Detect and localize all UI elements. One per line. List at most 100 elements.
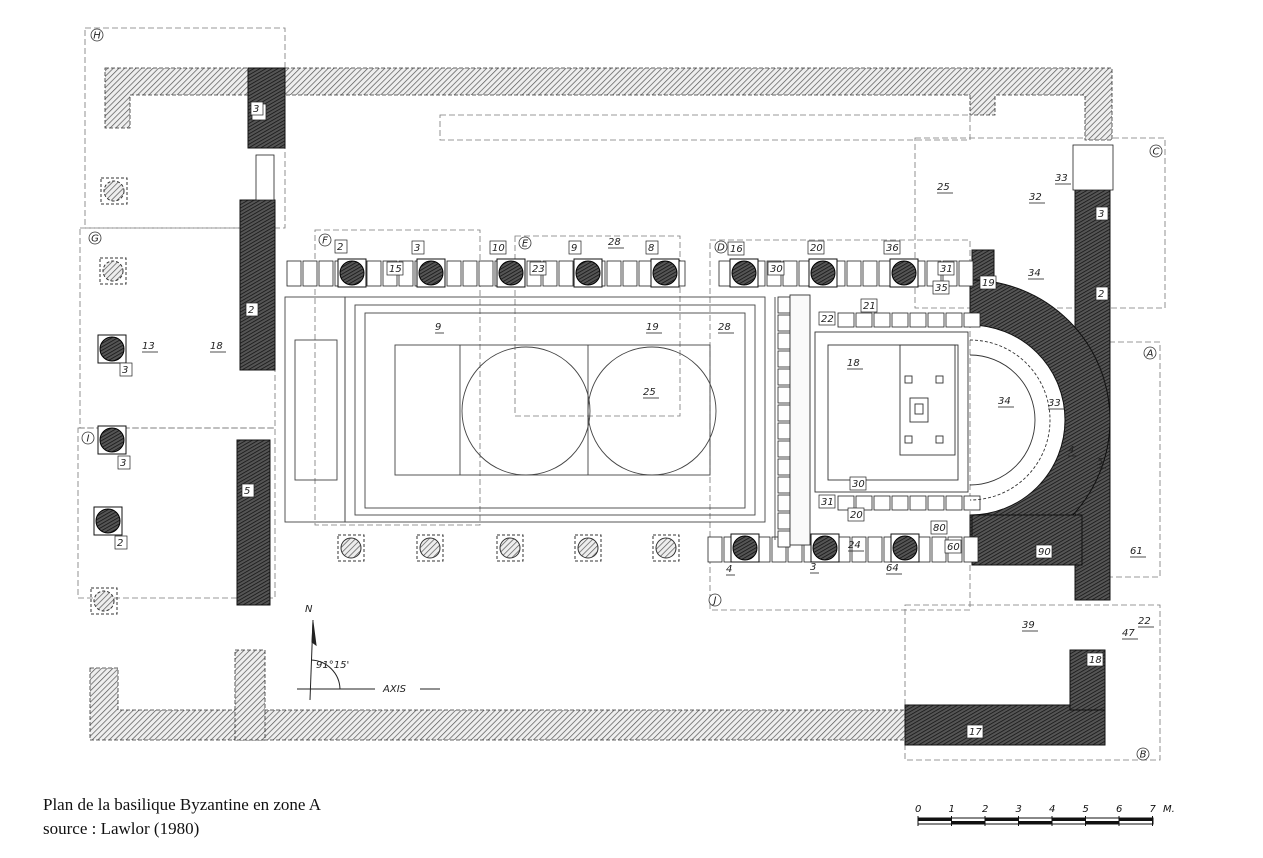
stylobate-block bbox=[867, 536, 883, 563]
stylobate-block bbox=[846, 260, 862, 287]
stylobate-block bbox=[782, 260, 798, 287]
chancel-block bbox=[963, 495, 981, 511]
plan-label: 19 bbox=[646, 322, 659, 333]
plan-label: 33 bbox=[1048, 398, 1061, 409]
north-label: N bbox=[305, 604, 313, 615]
plan-label: 5 bbox=[1097, 457, 1103, 468]
stylobate-block bbox=[558, 260, 574, 287]
plan-label: 18 bbox=[1089, 655, 1102, 666]
grid-letter: I bbox=[87, 434, 90, 445]
plan-label: 64 bbox=[886, 563, 899, 574]
scale-tick-label: 2 bbox=[982, 804, 988, 815]
column bbox=[889, 258, 919, 288]
plan-label: 30 bbox=[852, 479, 865, 490]
plan-label: 2 bbox=[337, 242, 343, 253]
column bbox=[496, 258, 526, 288]
plan-label: 3 bbox=[810, 562, 816, 573]
plan-label: 3 bbox=[122, 365, 128, 376]
stylobate-block bbox=[777, 404, 791, 422]
stylobate-block bbox=[446, 260, 462, 287]
scale-tick-label: 0 bbox=[915, 804, 921, 815]
stylobate-block bbox=[462, 260, 478, 287]
plan-label: 18 bbox=[847, 358, 860, 369]
column bbox=[730, 533, 760, 563]
stylobate-block bbox=[777, 332, 791, 350]
chancel bbox=[789, 294, 1051, 546]
plan-label: 18 bbox=[210, 341, 223, 352]
column bbox=[337, 534, 365, 562]
stylobate-block bbox=[777, 368, 791, 386]
column bbox=[574, 534, 602, 562]
plan-label: 31 bbox=[821, 497, 834, 508]
stylobate-block bbox=[478, 260, 494, 287]
plan-label: 20 bbox=[850, 510, 863, 521]
stylobate-block bbox=[777, 296, 791, 314]
stylobate-block bbox=[777, 530, 791, 548]
plan-label: 35 bbox=[935, 283, 948, 294]
stylobate-block bbox=[366, 260, 382, 287]
plan-label: 3 bbox=[120, 458, 126, 469]
plan-label: 80 bbox=[933, 523, 946, 534]
plan-label: 31 bbox=[940, 264, 953, 275]
column bbox=[99, 257, 127, 285]
chancel-block bbox=[891, 495, 909, 511]
plan-label: 23 bbox=[532, 264, 545, 275]
chancel-block bbox=[873, 495, 891, 511]
plan-label: 2 bbox=[1098, 289, 1104, 300]
column bbox=[90, 587, 118, 615]
column bbox=[337, 258, 367, 288]
plan-label: 28 bbox=[608, 237, 621, 248]
column bbox=[890, 533, 920, 563]
stylobate-block bbox=[777, 458, 791, 476]
stylobate-block bbox=[777, 422, 791, 440]
angle-label: 91°15' bbox=[316, 660, 349, 671]
column bbox=[729, 258, 759, 288]
plan-label: 9 bbox=[571, 243, 577, 254]
grid-letter: F bbox=[322, 236, 328, 247]
column bbox=[810, 533, 840, 563]
stylobate-block bbox=[777, 386, 791, 404]
column bbox=[97, 334, 127, 364]
stylobate-block bbox=[286, 260, 302, 287]
stylobate-block bbox=[707, 536, 723, 563]
grid-letter: A bbox=[1146, 349, 1154, 360]
plan-label: 22 bbox=[821, 314, 834, 325]
stylobate-block bbox=[931, 536, 947, 563]
grid-letter: D bbox=[717, 243, 725, 254]
column bbox=[416, 534, 444, 562]
plan-label: 2 bbox=[248, 305, 254, 316]
plan-label: 3 bbox=[253, 104, 259, 115]
scale-tick-label: 1 bbox=[949, 804, 955, 815]
column bbox=[100, 177, 128, 205]
plan-label: 19 bbox=[982, 278, 995, 289]
grid-letter: B bbox=[1140, 750, 1147, 761]
column bbox=[416, 258, 446, 288]
plan-label: 61 bbox=[1130, 546, 1143, 557]
plan-label: 34 bbox=[998, 396, 1011, 407]
column bbox=[97, 425, 127, 455]
plan-label: 36 bbox=[886, 243, 899, 254]
plan-label: 34 bbox=[1028, 268, 1041, 279]
column bbox=[650, 258, 680, 288]
chancel-block bbox=[909, 495, 927, 511]
nave bbox=[284, 296, 776, 540]
grid-letter: H bbox=[93, 31, 101, 42]
stylobate-block bbox=[862, 260, 878, 287]
chancel-block bbox=[945, 312, 963, 328]
stylobate-block bbox=[777, 512, 791, 530]
stylobate-block bbox=[622, 260, 638, 287]
chancel-block bbox=[837, 312, 855, 328]
stylobate-block bbox=[318, 260, 334, 287]
plan-label: 24 bbox=[848, 540, 861, 551]
plan-label: 5 bbox=[244, 486, 250, 497]
plan-label: 28 bbox=[718, 322, 731, 333]
outer-wall bbox=[89, 67, 1113, 741]
plan-label: 3 bbox=[1098, 209, 1104, 220]
axis-label: AXIS bbox=[382, 684, 407, 695]
stylobate-block bbox=[777, 314, 791, 332]
plan-label: 17 bbox=[969, 727, 982, 738]
